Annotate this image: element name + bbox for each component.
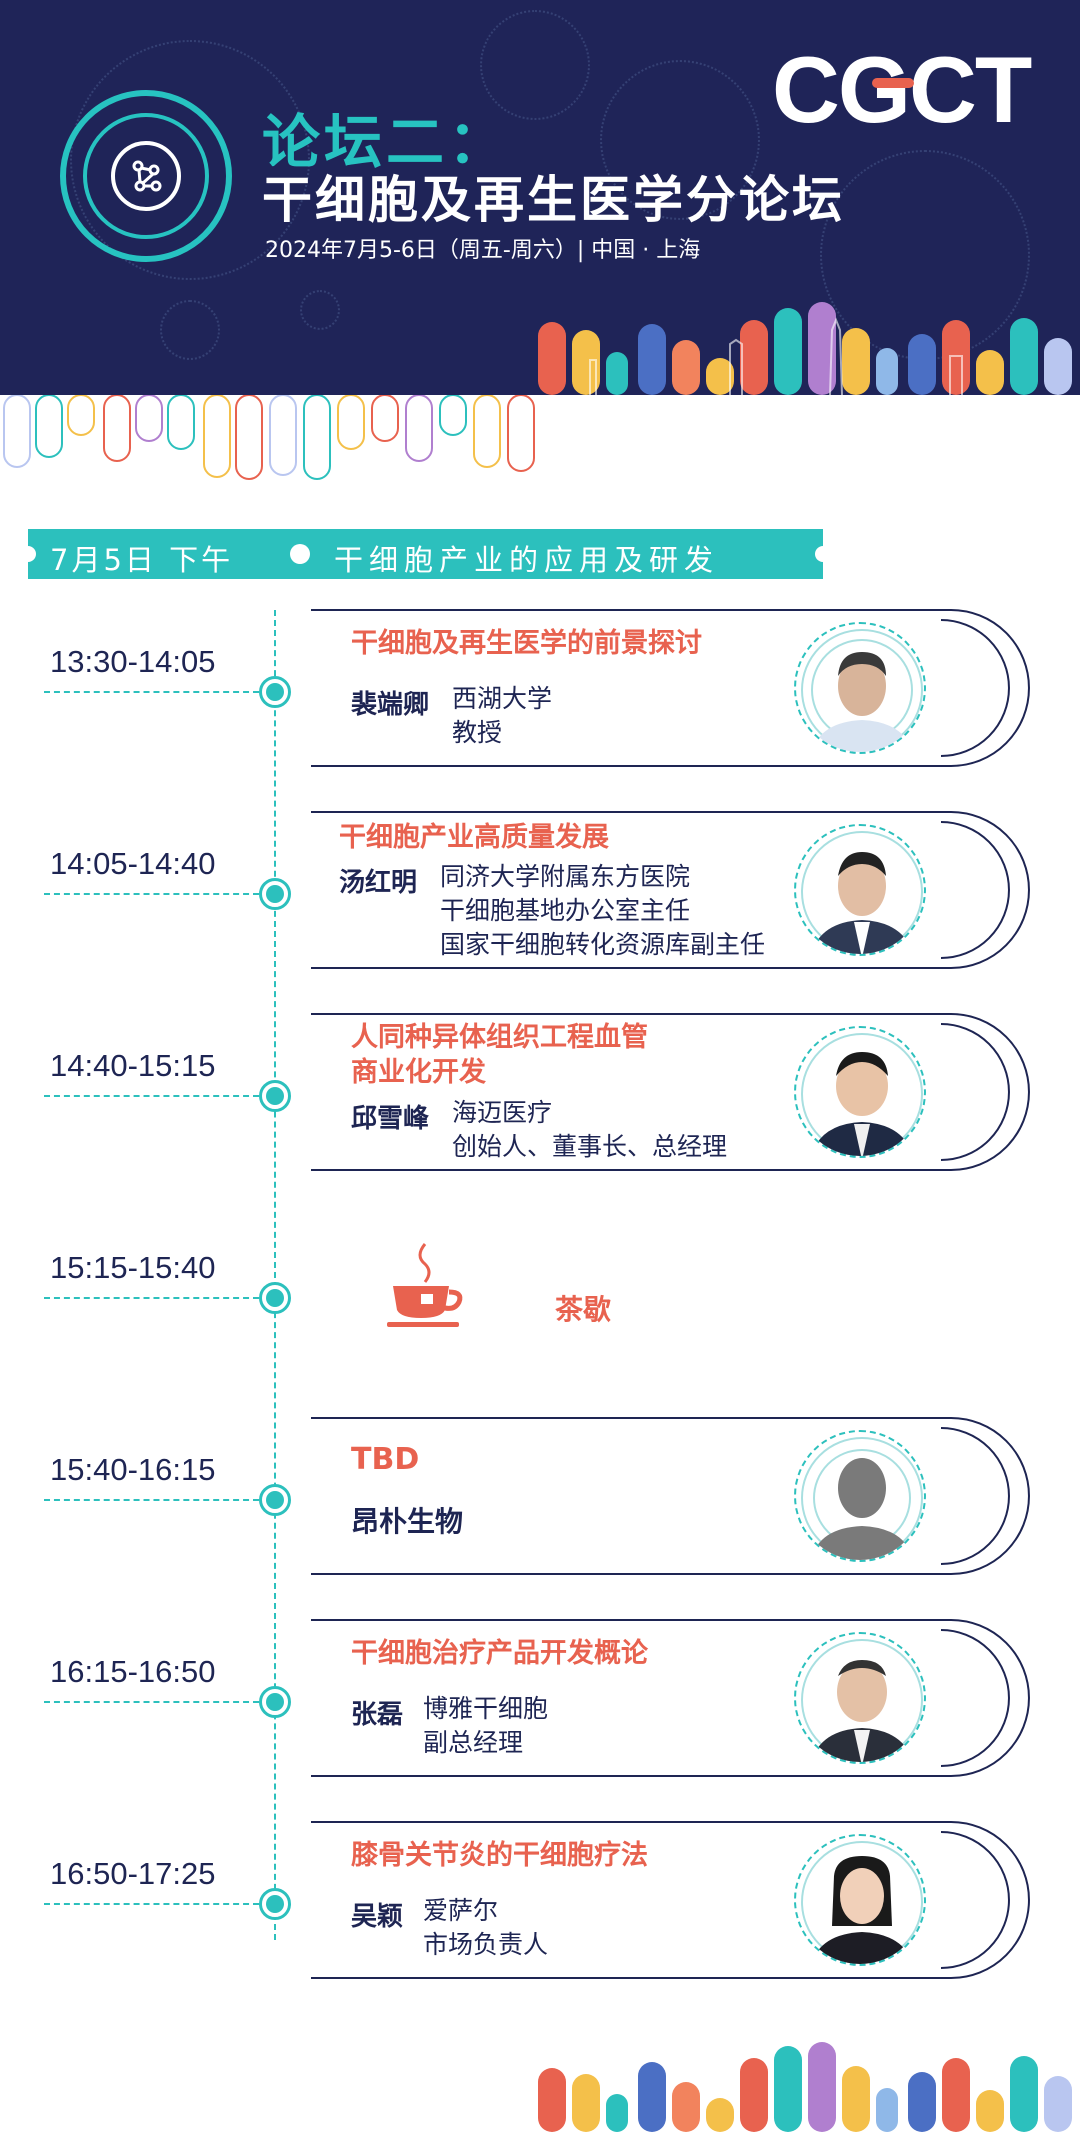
session-item: 16:15-16:50 干细胞治疗产品开发概论 张磊 博雅干细胞 副总经理 <box>0 1612 1080 1782</box>
card-frame <box>311 609 1030 767</box>
section-notch-right <box>815 546 831 562</box>
time-divider <box>44 893 259 895</box>
time-divider <box>44 1499 259 1501</box>
session-time: 16:15-16:50 <box>50 1654 216 1689</box>
talk-title: 人同种异体组织工程血管 <box>351 1022 648 1053</box>
speaker-name: 吴颖 <box>351 1902 404 1932</box>
speaker-affiliation-line: 爱萨尔 <box>423 1896 499 1925</box>
speaker-affiliation-line: 海迈医疗 <box>452 1098 553 1127</box>
section-topic: 干细胞产业的应用及研发 <box>334 543 720 577</box>
timeline-node <box>259 1686 291 1718</box>
timeline-node <box>259 878 291 910</box>
time-divider <box>44 1095 259 1097</box>
session-card: 人同种异体组织工程血管 商业化开发 邱雪峰 海迈医疗 创始人、董事长、总经理 <box>311 1012 1031 1172</box>
session-card: 干细胞及再生医学的前景探讨 裴端卿 西湖大学 教授 <box>311 608 1031 768</box>
speaker-name: 裴端卿 <box>351 690 430 720</box>
talk-title: 干细胞产业高质量发展 <box>339 822 609 853</box>
session-item: 14:05-14:40 干细胞产业高质量发展 汤红明 同济大学附属东方医院 干细… <box>0 804 1080 974</box>
forum-date-location: 2024年7月5-6日（周五-周六）| 中国 · 上海 <box>265 238 701 263</box>
speaker-affiliation-line: 副总经理 <box>423 1728 524 1757</box>
speaker-name: 汤红明 <box>339 868 418 898</box>
section-notch-left <box>20 546 36 562</box>
city-skyline-decoration <box>538 2042 1072 2132</box>
talk-title: 干细胞及再生医学的前景探讨 <box>351 628 702 659</box>
speaker-name: 邱雪峰 <box>351 1104 430 1134</box>
speaker-name: 张磊 <box>351 1700 404 1730</box>
card-frame <box>311 811 1030 969</box>
speaker-photo <box>794 1430 926 1562</box>
card-frame <box>311 1619 1030 1777</box>
test-tubes-decoration <box>3 395 535 480</box>
tea-cup-icon <box>387 1243 463 1327</box>
session-item: 16:50-17:25 膝骨关节炎的干细胞疗法 吴颖 爱萨尔 市场负责人 <box>0 1814 1080 1984</box>
talk-title-line2: 商业化开发 <box>351 1057 486 1088</box>
speaker-photo <box>794 824 926 956</box>
session-item: 13:30-14:05 干细胞及再生医学的前景探讨 裴端卿 西湖大学 教授 <box>0 602 1080 772</box>
header-banner: 论坛二： 干细胞及再生医学分论坛 2024年7月5-6日（周五-周六）| 中国 … <box>0 0 1080 395</box>
session-time: 13:30-14:05 <box>50 644 216 679</box>
session-time: 15:40-16:15 <box>50 1452 216 1487</box>
session-time: 14:40-15:15 <box>50 1048 216 1083</box>
time-divider <box>44 1297 259 1299</box>
session-card: 干细胞产业高质量发展 汤红明 同济大学附属东方医院 干细胞基地办公室主任 国家干… <box>311 810 1031 970</box>
speaker-photo <box>794 1834 926 1966</box>
section-header: 7月5日 下午 干细胞产业的应用及研发 <box>20 529 831 579</box>
timeline-node <box>259 676 291 708</box>
speaker-affiliation-line: 同济大学附属东方医院 <box>440 862 691 891</box>
timeline-node <box>259 1888 291 1920</box>
break-label: 茶歇 <box>555 1293 612 1326</box>
timeline-node <box>259 1282 291 1314</box>
speaker-photo <box>794 1026 926 1158</box>
speaker-affiliation-line: 国家干细胞转化资源库副主任 <box>440 930 766 959</box>
break-item: 15:15-15:40 <box>0 1208 1080 1378</box>
forum-logo <box>60 90 232 262</box>
speaker-affiliation-line: 博雅干细胞 <box>423 1694 549 1723</box>
session-time: 14:05-14:40 <box>50 846 216 881</box>
city-skyline-decoration <box>538 302 1072 395</box>
session-time: 15:15-15:40 <box>50 1250 216 1285</box>
brand-logo-accent <box>872 78 914 88</box>
talk-title: TBD <box>351 1442 420 1477</box>
session-time: 16:50-17:25 <box>50 1856 216 1891</box>
person-silhouette-icon <box>801 1437 923 1560</box>
forum-number: 论坛二： <box>262 108 511 176</box>
time-divider <box>44 691 259 693</box>
speaker-name: 昂朴生物 <box>351 1505 464 1538</box>
timeline-node <box>259 1484 291 1516</box>
session-card: 膝骨关节炎的干细胞疗法 吴颖 爱萨尔 市场负责人 <box>311 1820 1031 1980</box>
section-date: 7月5日 下午 <box>50 543 234 577</box>
cell-network-icon <box>132 160 162 192</box>
card-frame <box>311 1821 1030 1979</box>
speaker-photo <box>794 1632 926 1764</box>
time-divider <box>44 1903 259 1905</box>
speaker-photo <box>794 622 926 754</box>
time-divider <box>44 1701 259 1703</box>
card-frame <box>311 1013 1030 1171</box>
speaker-affiliation-line: 创始人、董事长、总经理 <box>452 1132 728 1161</box>
timeline-axis <box>274 610 276 1940</box>
session-card: 干细胞治疗产品开发概论 张磊 博雅干细胞 副总经理 <box>311 1618 1031 1778</box>
speaker-affiliation-line: 教授 <box>452 718 503 747</box>
brand-logo: CGCT <box>772 37 1032 142</box>
speaker-affiliation-line: 市场负责人 <box>423 1930 549 1959</box>
session-card: TBD 昂朴生物 <box>311 1416 1031 1576</box>
forum-title: 干细胞及再生医学分论坛 <box>262 171 845 229</box>
section-separator-dot <box>290 544 310 564</box>
session-item: 14:40-15:15 人同种异体组织工程血管 商业化开发 邱雪峰 海迈医疗 创… <box>0 1006 1080 1176</box>
card-frame <box>311 1417 1030 1575</box>
speaker-affiliation-line: 干细胞基地办公室主任 <box>440 896 691 925</box>
talk-title: 膝骨关节炎的干细胞疗法 <box>351 1840 648 1871</box>
talk-title: 干细胞治疗产品开发概论 <box>351 1638 648 1669</box>
session-item: 15:40-16:15 TBD 昂朴生物 <box>0 1410 1080 1580</box>
timeline-node <box>259 1080 291 1112</box>
speaker-affiliation-line: 西湖大学 <box>452 684 553 713</box>
